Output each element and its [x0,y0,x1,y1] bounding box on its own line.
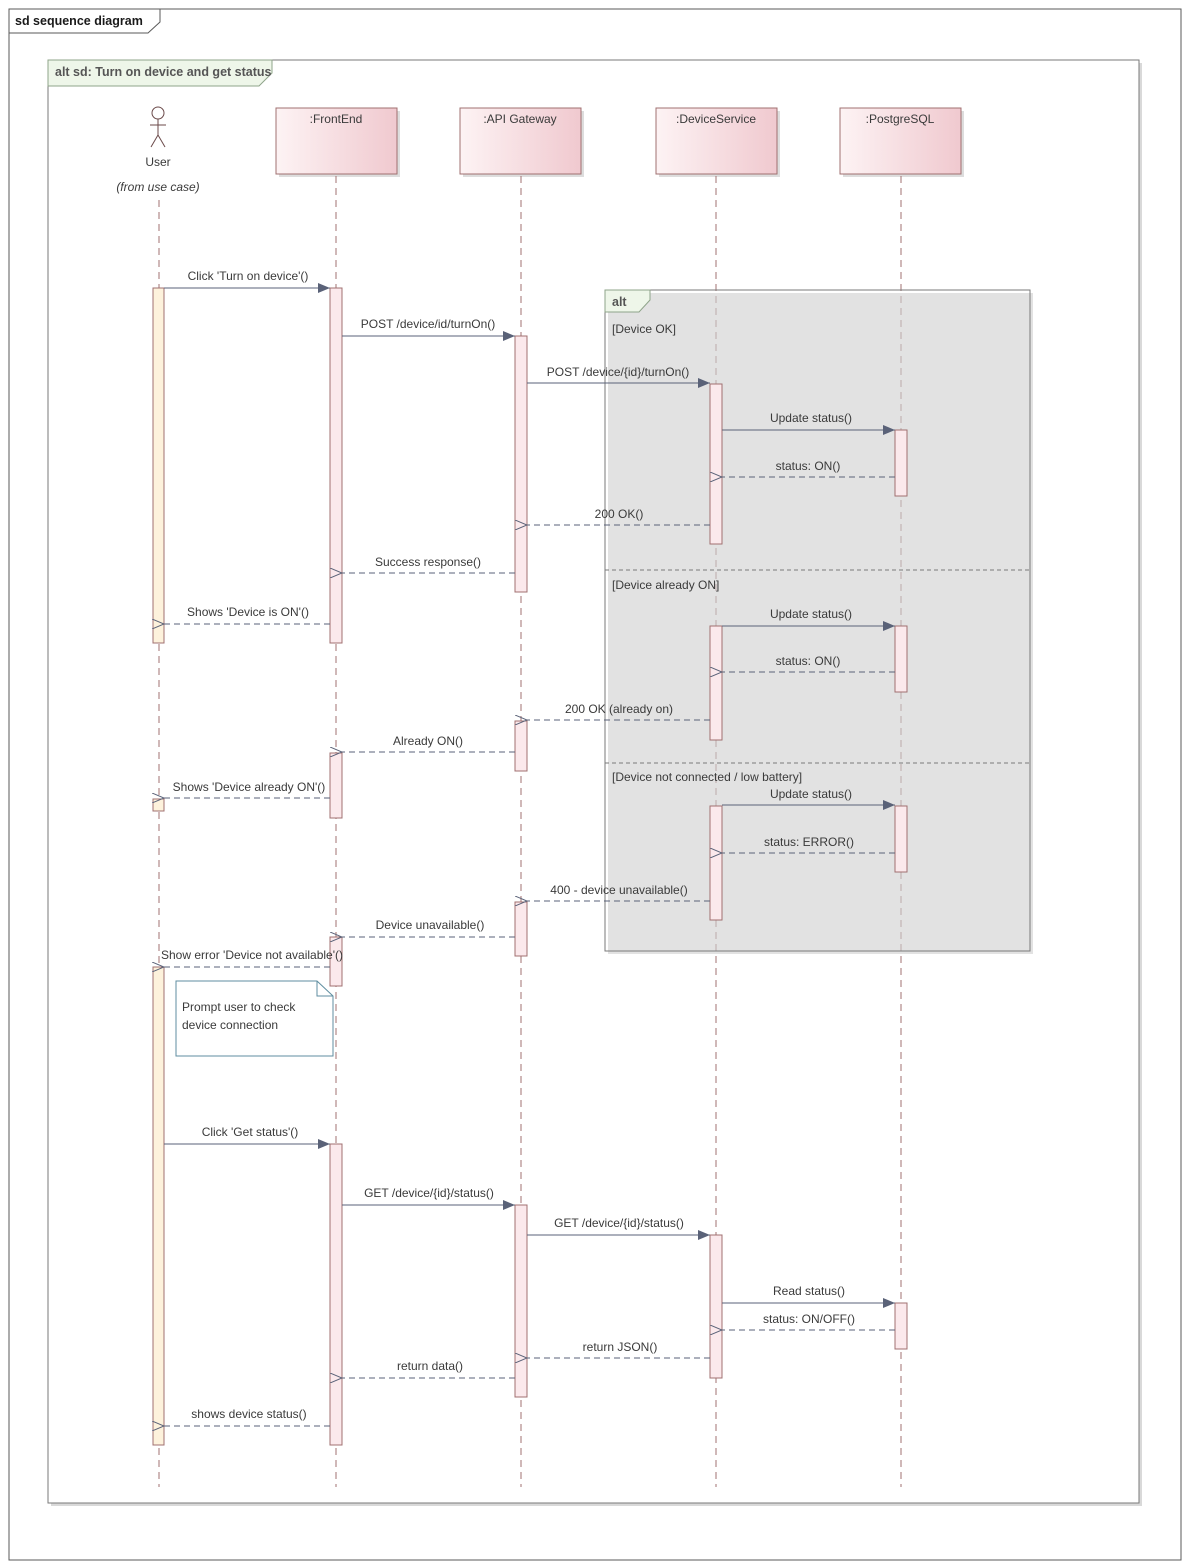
activation-api-gateway [514,335,528,593]
activation-postgresql [894,429,908,497]
message-reply: return JSON() [527,1340,710,1358]
activation-user [152,798,165,812]
message-sync: Read status() [722,1284,895,1308]
message-sync: POST /device/{id}/turnOn() [527,365,710,388]
guard-device-not-connected: [Device not connected / low battery] [612,770,802,784]
activation-frontend [329,1143,343,1446]
message-reply: status: ON() [722,459,895,477]
inner-frame-title: alt sd: Turn on device and get status [55,65,272,79]
message-label: shows device status() [191,1407,306,1421]
message-reply: status: ON() [722,654,895,672]
note-line: device connection [182,1018,278,1032]
message-label: POST /device/id/turnOn() [361,317,496,331]
activation-frontend [329,752,343,819]
message-reply: Success response() [342,555,515,573]
message-reply: Device unavailable() [342,918,515,937]
message-label: Click 'Get status'() [202,1125,299,1139]
message-label: Already ON() [393,734,463,748]
participant-api-gateway: :API Gateway [459,107,584,177]
guard-device-ok: [Device OK] [612,322,676,336]
message-sync: Click 'Get status'() [164,1125,330,1149]
activation-device-service [709,625,723,741]
message-reply: status: ERROR() [722,835,895,853]
message-label: POST /device/{id}/turnOn() [547,365,690,379]
message-label: Click 'Turn on device'() [188,269,309,283]
outer-frame: sd sequence diagram [8,8,1182,1561]
message-label: GET /device/{id}/status() [554,1216,684,1230]
message-reply: shows device status() [164,1407,330,1426]
message-sync: Update status() [722,607,895,631]
message-reply: 200 OK (already on) [527,702,710,720]
message-label: Device unavailable() [376,918,485,932]
message-reply: Already ON() [342,734,515,752]
message-reply: 200 OK() [527,507,710,525]
participant-device-service: :DeviceService [655,107,780,177]
actor-stereotype: (from use case) [116,180,199,194]
actor-user: User (from use case) [116,106,200,194]
activation-device-service [709,383,723,545]
alt-fragment: alt [Device OK] [Device already ON] [Dev… [604,289,1033,954]
message-label: Update status() [770,787,852,801]
message-label: 200 OK (already on) [565,702,673,716]
message-label: status: ON/OFF() [763,1312,855,1326]
message-label: GET /device/{id}/status() [364,1186,494,1200]
message-reply: 400 - device unavailable() [527,883,710,901]
participant-label: :FrontEnd [310,112,363,126]
message-label: 200 OK() [595,507,644,521]
note: Prompt user to check device connection [175,980,334,1057]
message-label: Show error 'Device not available'() [161,948,343,962]
message-sync: GET /device/{id}/status() [527,1216,710,1240]
message-label: status: ON() [776,654,841,668]
activation-api-gateway [514,901,528,957]
activation-api-gateway [514,720,528,772]
message-label: status: ON() [776,459,841,473]
message-reply: return data() [342,1359,515,1378]
message-reply: Shows 'Device is ON'() [164,605,330,624]
message-label: Update status() [770,607,852,621]
participant-label: :API Gateway [483,112,556,126]
activation-postgresql [894,1302,908,1350]
message-sync: POST /device/id/turnOn() [342,317,515,341]
message-sync: GET /device/{id}/status() [342,1186,515,1210]
alt-label: alt [612,295,627,309]
actor-name: User [145,155,170,169]
outer-frame-title: sd sequence diagram [15,14,143,28]
message-label: Read status() [773,1284,845,1298]
activation-api-gateway [514,1204,528,1398]
message-label: 400 - device unavailable() [550,883,687,897]
note-line: Prompt user to check [182,1000,296,1014]
message-sync: Click 'Turn on device'() [164,269,330,293]
participant-label: :DeviceService [676,112,756,126]
participant-postgresql: :PostgreSQL [839,107,964,177]
message-label: status: ERROR() [764,835,854,849]
message-sync: Update status() [722,411,895,435]
message-label: Shows 'Device already ON'() [173,780,326,794]
participant-label: :PostgreSQL [866,112,935,126]
message-label: return JSON() [583,1340,658,1354]
participant-frontend: :FrontEnd [275,107,400,177]
message-label: Shows 'Device is ON'() [187,605,309,619]
message-sync: Update status() [722,787,895,810]
guard-device-already-on: [Device already ON] [612,578,719,592]
message-reply: Show error 'Device not available'() [161,948,343,967]
message-label: Update status() [770,411,852,425]
activation-frontend [329,287,343,644]
activation-device-service [709,1234,723,1379]
activation-user [152,966,165,1446]
activation-user [152,287,165,644]
activation-postgresql [894,805,908,873]
message-reply: Shows 'Device already ON'() [164,780,330,798]
message-label: Success response() [375,555,481,569]
activation-device-service [709,805,723,921]
activation-postgresql [894,625,908,693]
message-reply: status: ON/OFF() [722,1312,895,1330]
message-label: return data() [397,1359,463,1373]
messages: Click 'Turn on device'() POST /device/id… [161,269,895,1426]
